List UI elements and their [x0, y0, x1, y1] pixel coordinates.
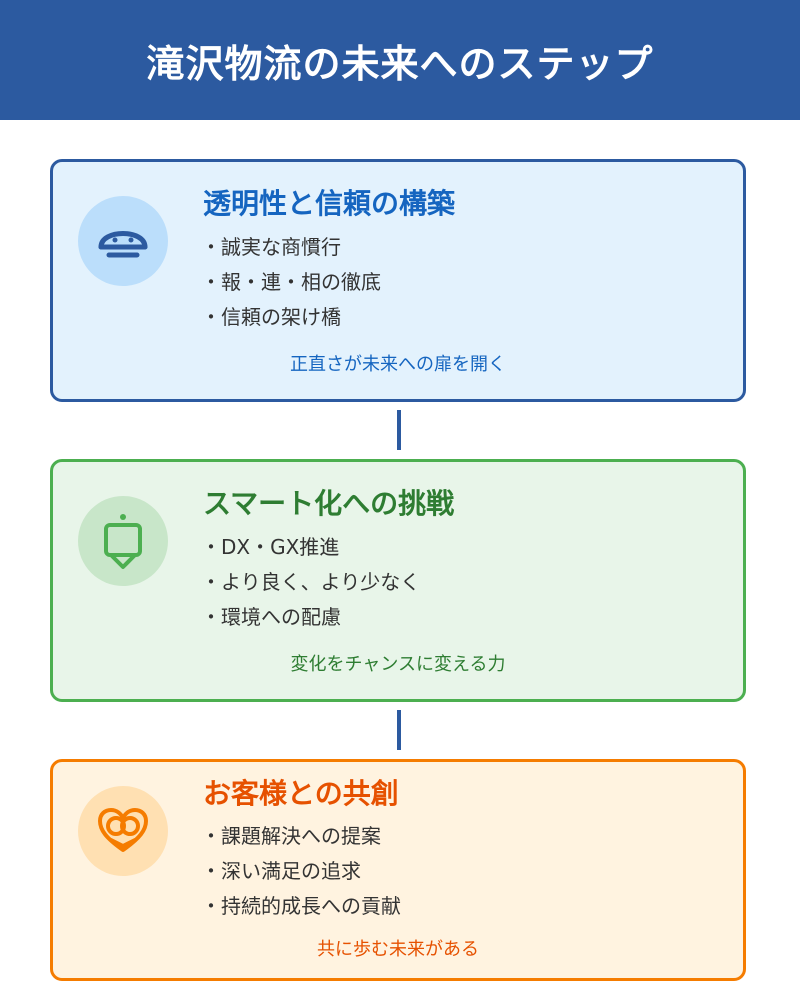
bullet-item: 環境への配慮: [201, 600, 420, 635]
step-card-trust: 透明性と信頼の構築 誠実な商慣行 報・連・相の徹底 信頼の架け橋 正直さが未来へ…: [50, 159, 746, 402]
connector-line: [397, 710, 401, 750]
step-tagline: 正直さが未来への扉を開く: [290, 354, 506, 375]
handshake-icon: [98, 231, 148, 258]
step-tagline: 共に歩む未来がある: [317, 939, 479, 960]
page-title: 滝沢物流の未来へのステップ: [146, 41, 654, 86]
bullet-item: 課題解決への提案: [201, 819, 401, 854]
step-title: お客様との共創: [203, 777, 399, 810]
connector-line: [397, 410, 401, 450]
bullet-list: 誠実な商慣行 報・連・相の徹底 信頼の架け橋: [201, 230, 381, 335]
bullet-item: 持続的成長への貢献: [201, 889, 401, 924]
smart-device-icon: [104, 514, 142, 569]
bullet-list: DX・GX推進 より良く、より少なく 環境への配慮: [201, 530, 420, 635]
icon-badge: [78, 196, 168, 286]
bullet-list: 課題解決への提案 深い満足の追求 持続的成長への貢献: [201, 819, 401, 924]
header-banner: 滝沢物流の未来へのステップ: [0, 0, 800, 120]
bullet-item: DX・GX推進: [201, 530, 420, 565]
bullet-item: 信頼の架け橋: [201, 300, 381, 335]
bullet-item: 深い満足の追求: [201, 854, 401, 889]
bullet-item: より良く、より少なく: [201, 565, 420, 600]
heart-hands-icon: [98, 808, 148, 852]
step-tagline: 変化をチャンスに変える力: [290, 654, 506, 675]
icon-badge: [78, 786, 168, 876]
bullet-item: 報・連・相の徹底: [201, 265, 381, 300]
step-card-cocreation: お客様との共創 課題解決への提案 深い満足の追求 持続的成長への貢献 共に歩む未…: [50, 759, 746, 981]
step-card-smart: スマート化への挑戦 DX・GX推進 より良く、より少なく 環境への配慮 変化をチ…: [50, 459, 746, 702]
step-title: 透明性と信頼の構築: [203, 187, 456, 220]
icon-badge: [78, 496, 168, 586]
step-title: スマート化への挑戦: [203, 487, 455, 520]
bullet-item: 誠実な商慣行: [201, 230, 381, 265]
